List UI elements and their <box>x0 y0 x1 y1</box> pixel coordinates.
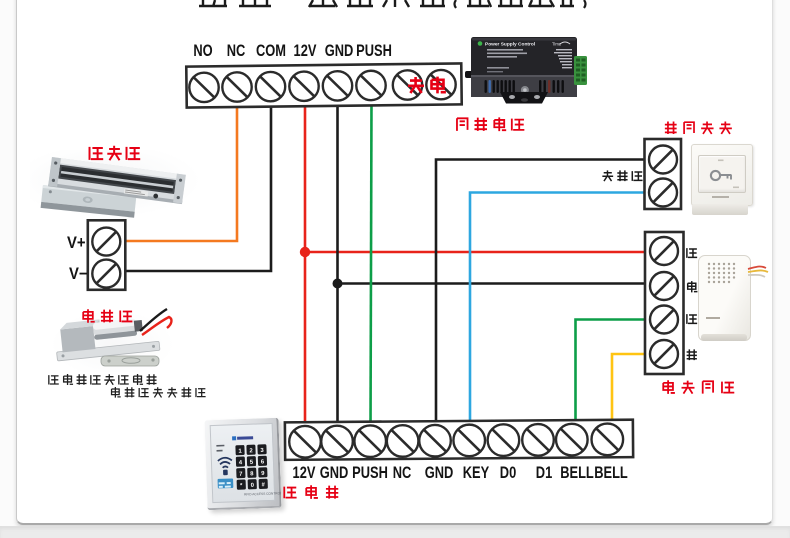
svg-text:#: # <box>262 482 266 488</box>
svg-text:Time: Time <box>552 42 562 47</box>
svg-text:4: 4 <box>239 460 243 466</box>
svg-text:9: 9 <box>261 471 265 477</box>
svg-text:*: * <box>240 483 243 489</box>
svg-text:0: 0 <box>251 483 255 489</box>
svg-text:Power Supply Control: Power Supply Control <box>485 42 535 48</box>
svg-text:8: 8 <box>250 471 254 477</box>
svg-text:7: 7 <box>239 472 243 478</box>
svg-text:RFID ACCESS CONTROL: RFID ACCESS CONTROL <box>244 491 281 496</box>
svg-text:2: 2 <box>249 448 253 454</box>
svg-text:6: 6 <box>261 459 265 465</box>
svg-text:3: 3 <box>260 448 264 454</box>
svg-text:5: 5 <box>250 460 254 466</box>
svg-text:1: 1 <box>238 449 242 455</box>
